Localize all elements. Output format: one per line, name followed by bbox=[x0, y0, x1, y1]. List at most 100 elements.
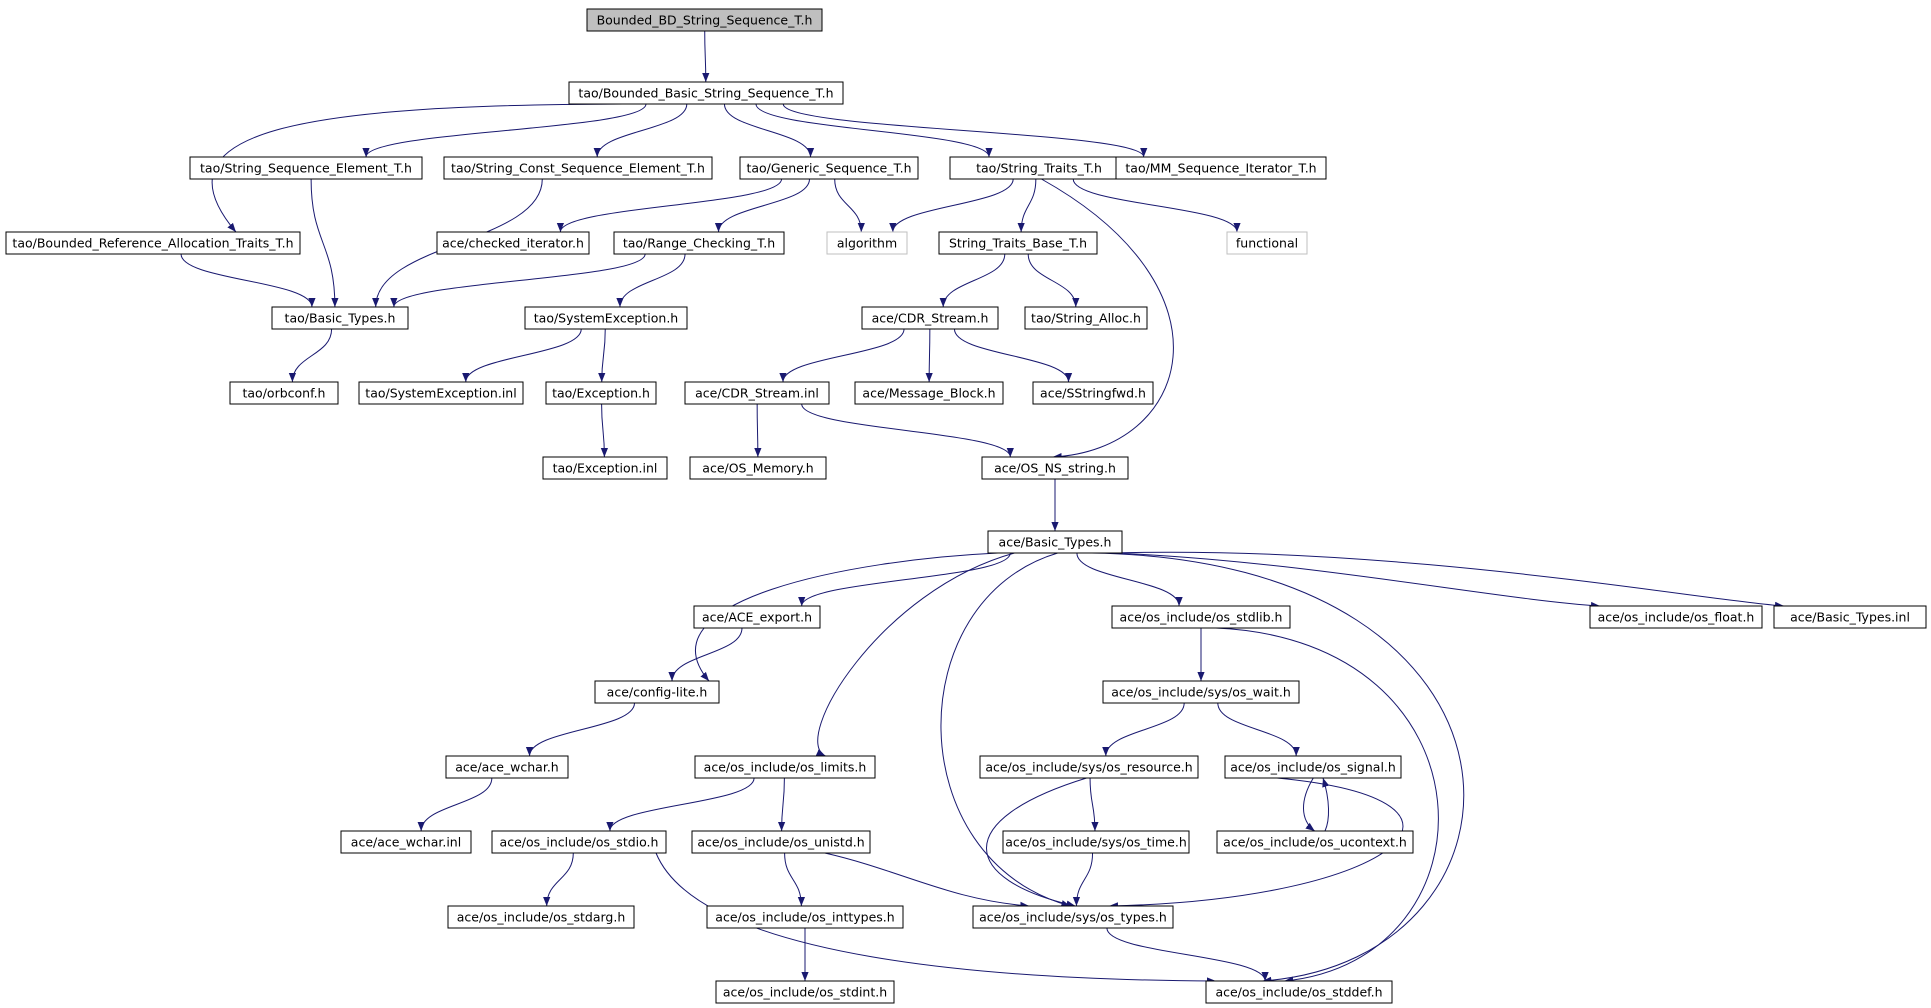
node-box bbox=[447, 905, 635, 929]
edge-st-to-functional bbox=[1072, 178, 1241, 233]
node-acebt[interactable]: ace/Basic_Types.h bbox=[987, 530, 1123, 554]
node-box bbox=[340, 830, 472, 854]
node-stdlib[interactable]: ace/os_include/os_stdlib.h bbox=[1111, 605, 1291, 629]
node-box bbox=[1102, 680, 1300, 704]
edge-bbss-to-mmsi bbox=[782, 103, 1148, 158]
node-box bbox=[972, 905, 1174, 929]
node-box bbox=[586, 8, 823, 32]
node-acebti[interactable]: ace/Basic_Types.inl bbox=[1773, 605, 1927, 629]
node-box bbox=[1111, 605, 1291, 629]
node-box bbox=[1032, 381, 1154, 405]
node-box bbox=[981, 456, 1129, 480]
node-label: ace/CDR_Stream.h bbox=[872, 311, 989, 326]
node-limits[interactable]: ace/os_include/os_limits.h bbox=[694, 755, 876, 779]
node-mb[interactable]: ace/Message_Block.h bbox=[854, 381, 1004, 405]
node-box bbox=[436, 231, 590, 255]
node-cfglite[interactable]: ace/config-lite.h bbox=[594, 680, 720, 704]
node-label: ace/os_include/os_inttypes.h bbox=[715, 910, 894, 925]
node-brat[interactable]: tao/Bounded_Reference_Allocation_Traits_… bbox=[5, 231, 301, 255]
edge-bbss-to-st bbox=[755, 103, 993, 158]
node-resource[interactable]: ace/os_include/sys/os_resource.h bbox=[979, 755, 1199, 779]
node-ucontext[interactable]: ace/os_include/os_ucontext.h bbox=[1216, 830, 1414, 854]
node-mmsi[interactable]: tao/MM_Sequence_Iterator_T.h bbox=[1115, 156, 1327, 180]
node-types[interactable]: ace/os_include/sys/os_types.h bbox=[972, 905, 1174, 929]
node-wait[interactable]: ace/os_include/sys/os_wait.h bbox=[1102, 680, 1300, 704]
node-salloc[interactable]: tao/String_Alloc.h bbox=[1024, 306, 1148, 330]
node-osmem[interactable]: ace/OS_Memory.h bbox=[689, 456, 827, 480]
edge-acexp-to-cfglite bbox=[668, 627, 743, 682]
edge-brat-to-taobt bbox=[180, 253, 316, 308]
node-cdri[interactable]: ace/CDR_Stream.inl bbox=[684, 381, 830, 405]
node-label: tao/Basic_Types.h bbox=[285, 311, 396, 326]
node-label: ace/Basic_Types.inl bbox=[1790, 610, 1910, 625]
node-label: ace/os_include/os_stdarg.h bbox=[457, 910, 626, 925]
node-box bbox=[854, 381, 1004, 405]
node-box bbox=[826, 231, 908, 255]
node-stb[interactable]: String_Traits_Base_T.h bbox=[938, 231, 1098, 255]
node-stdarg[interactable]: ace/os_include/os_stdarg.h bbox=[447, 905, 635, 929]
node-cdr[interactable]: ace/CDR_Stream.h bbox=[861, 306, 999, 330]
node-box bbox=[594, 680, 720, 704]
node-sse[interactable]: tao/String_Sequence_Element_T.h bbox=[189, 156, 423, 180]
node-box bbox=[1115, 156, 1327, 180]
edge-syse-to-exc bbox=[598, 328, 606, 383]
node-label: tao/String_Const_Sequence_Element_T.h bbox=[451, 161, 705, 176]
node-osns[interactable]: ace/OS_NS_string.h bbox=[981, 456, 1129, 480]
node-gs[interactable]: tao/Generic_Sequence_T.h bbox=[739, 156, 919, 180]
node-label: ace/os_include/sys/os_wait.h bbox=[1111, 685, 1291, 700]
edge-gs-to-rc bbox=[714, 178, 810, 233]
node-exci[interactable]: tao/Exception.inl bbox=[542, 456, 668, 480]
node-inttypes[interactable]: ace/os_include/os_inttypes.h bbox=[706, 905, 904, 929]
edge-syse-to-sysei bbox=[462, 328, 582, 383]
node-box bbox=[693, 605, 821, 629]
edge-bbss-to-brat bbox=[211, 103, 624, 233]
node-stddef[interactable]: ace/os_include/os_stddef.h bbox=[1205, 980, 1393, 1004]
node-orbconf[interactable]: tao/orbconf.h bbox=[229, 381, 339, 405]
node-label: ace/os_include/os_float.h bbox=[1598, 610, 1755, 625]
node-taobt[interactable]: tao/Basic_Types.h bbox=[271, 306, 409, 330]
node-functional[interactable]: functional bbox=[1226, 231, 1308, 255]
edge-unistd-to-types bbox=[824, 852, 1030, 909]
node-syse[interactable]: tao/SystemException.h bbox=[524, 306, 688, 330]
node-box bbox=[613, 231, 785, 255]
node-rc[interactable]: tao/Range_Checking_T.h bbox=[613, 231, 785, 255]
node-label: tao/Bounded_Basic_String_Sequence_T.h bbox=[578, 86, 833, 101]
node-wchar[interactable]: ace/ace_wchar.h bbox=[445, 755, 569, 779]
node-wchari[interactable]: ace/ace_wchar.inl bbox=[340, 830, 472, 854]
node-scse[interactable]: tao/String_Const_Sequence_Element_T.h bbox=[443, 156, 713, 180]
edge-gs-to-chkit bbox=[556, 178, 783, 233]
node-label: ace/CDR_Stream.inl bbox=[695, 386, 819, 401]
node-exc[interactable]: tao/Exception.h bbox=[545, 381, 657, 405]
node-chkit[interactable]: ace/checked_iterator.h bbox=[436, 231, 590, 255]
node-st[interactable]: tao/String_Traits_T.h bbox=[949, 156, 1129, 180]
edge-limits-to-stdio bbox=[606, 777, 755, 832]
edge-rc-to-taobt bbox=[390, 253, 646, 308]
node-box bbox=[542, 456, 668, 480]
node-unistd[interactable]: ace/os_include/os_unistd.h bbox=[691, 830, 871, 854]
node-acexp[interactable]: ace/ACE_export.h bbox=[693, 605, 821, 629]
node-box bbox=[1024, 306, 1148, 330]
node-box bbox=[694, 755, 876, 779]
node-label: ace/ACE_export.h bbox=[702, 610, 812, 625]
node-label: ace/OS_NS_string.h bbox=[994, 461, 1116, 476]
node-box bbox=[739, 156, 919, 180]
node-stdint[interactable]: ace/os_include/os_stdint.h bbox=[715, 980, 895, 1004]
node-signal[interactable]: ace/os_include/os_signal.h bbox=[1224, 755, 1402, 779]
node-root[interactable]: Bounded_BD_String_Sequence_T.h bbox=[586, 8, 823, 32]
edge-bbss-to-gs bbox=[723, 103, 815, 158]
node-label: ace/SStringfwd.h bbox=[1040, 386, 1146, 401]
node-box bbox=[1002, 830, 1190, 854]
node-float[interactable]: ace/os_include/os_float.h bbox=[1589, 605, 1763, 629]
node-label: tao/orbconf.h bbox=[243, 386, 326, 401]
node-ssf[interactable]: ace/SStringfwd.h bbox=[1032, 381, 1154, 405]
node-algorithm[interactable]: algorithm bbox=[826, 231, 908, 255]
node-label: algorithm bbox=[837, 236, 897, 251]
edge-root-to-bbss bbox=[702, 30, 710, 83]
node-bbss[interactable]: tao/Bounded_Basic_String_Sequence_T.h bbox=[568, 81, 844, 105]
node-box bbox=[691, 830, 871, 854]
node-stdio[interactable]: ace/os_include/os_stdio.h bbox=[491, 830, 667, 854]
edge-acebt-to-cfglite bbox=[694, 552, 999, 682]
node-box bbox=[229, 381, 339, 405]
node-sysei[interactable]: tao/SystemException.inl bbox=[358, 381, 524, 405]
node-ostime[interactable]: ace/os_include/sys/os_time.h bbox=[1002, 830, 1190, 854]
